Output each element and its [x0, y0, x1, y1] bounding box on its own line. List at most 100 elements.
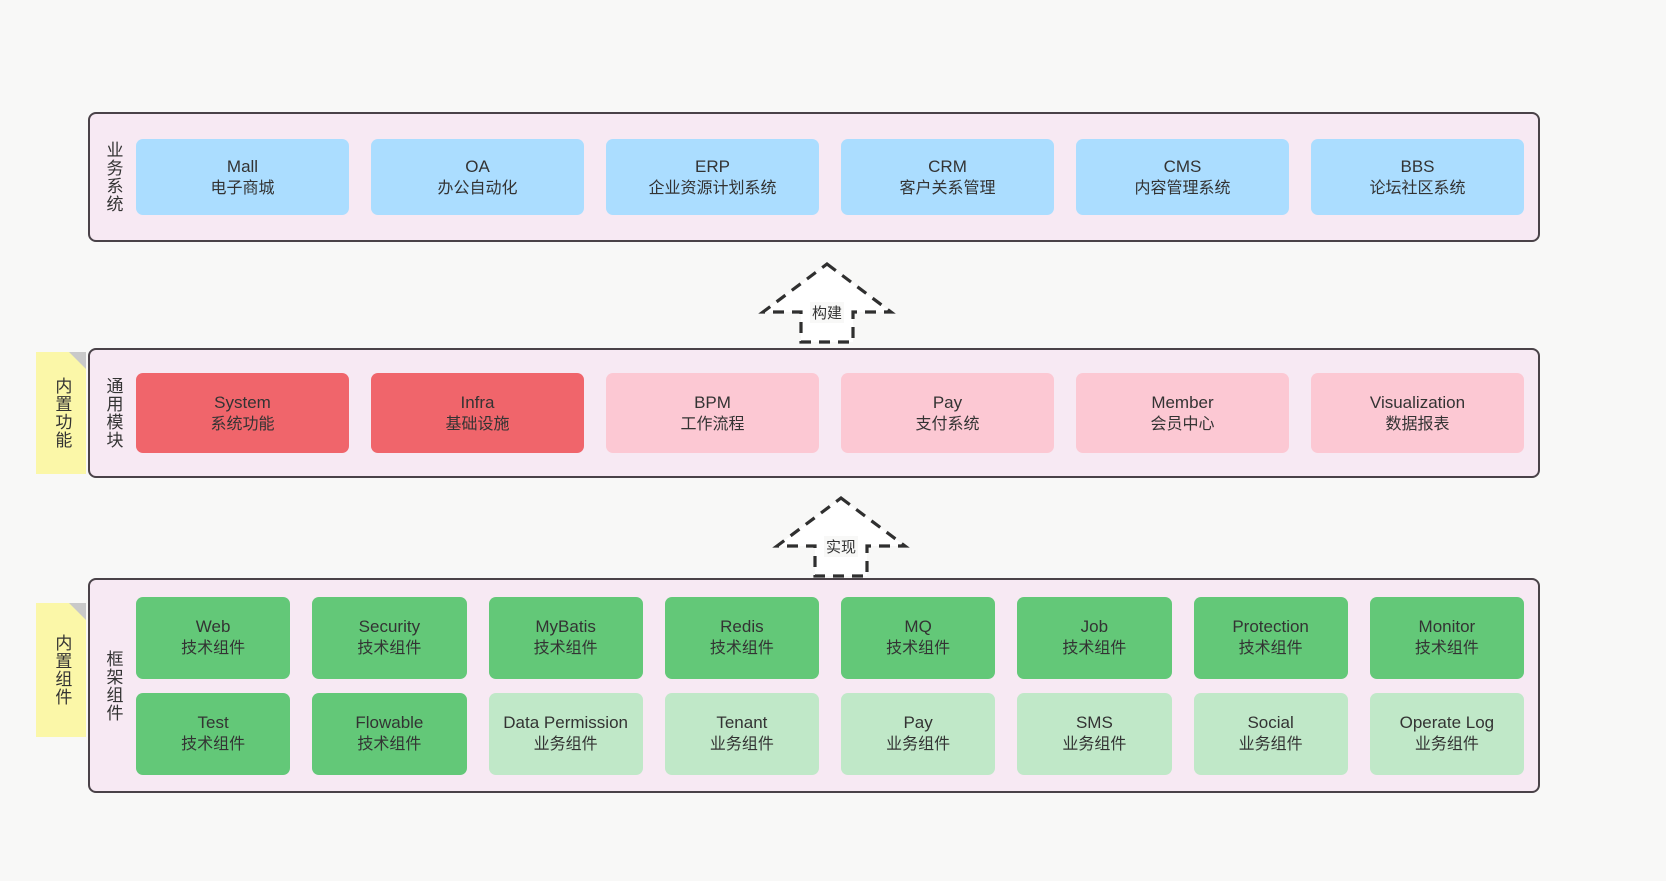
- box-cms-cn: 内容管理系统: [1134, 179, 1231, 197]
- box-mybatis-cn: 技术组件: [533, 640, 598, 658]
- box-pay-module-cn: 支付系统: [915, 415, 980, 433]
- box-monitor-cn: 技术组件: [1414, 640, 1479, 658]
- box-sms-en: SMS: [1075, 713, 1113, 733]
- box-oa-en: OA: [465, 156, 490, 176]
- row-technical-components: Web 技术组件 Security 技术组件 MyBatis 技术组件 Redi…: [136, 596, 1524, 679]
- box-system[interactable]: System 系统功能: [136, 373, 349, 453]
- box-web-en: Web: [195, 617, 231, 637]
- box-mq-cn: 技术组件: [886, 640, 951, 658]
- box-monitor[interactable]: Monitor 技术组件: [1369, 596, 1524, 679]
- box-security-en: Security: [358, 617, 421, 637]
- box-member[interactable]: Member 会员中心: [1076, 373, 1289, 453]
- layer-business-systems: 业务系统 Mall 电子商城 OA 办公自动化 ERP 企业资源计划系统 CRM…: [88, 112, 1540, 242]
- row-business-systems: Mall 电子商城 OA 办公自动化 ERP 企业资源计划系统 CRM 客户关系…: [136, 139, 1524, 215]
- box-mq[interactable]: MQ 技术组件: [841, 596, 996, 679]
- box-tenant[interactable]: Tenant 业务组件: [664, 692, 819, 775]
- box-test-cn: 技术组件: [181, 736, 246, 754]
- box-mybatis-en: MyBatis: [535, 617, 596, 637]
- box-infra[interactable]: Infra 基础设施: [371, 373, 584, 453]
- note-fold-corner-icon: [69, 352, 86, 369]
- sticky-note-builtin-components-label: 内置组件: [52, 634, 72, 706]
- box-flowable-cn: 技术组件: [357, 736, 422, 754]
- box-social-cn: 业务组件: [1238, 736, 1303, 754]
- box-sms[interactable]: SMS 业务组件: [1017, 692, 1172, 775]
- box-data-permission-cn: 业务组件: [533, 736, 598, 754]
- box-protection-en: Protection: [1232, 617, 1309, 637]
- box-operate-log-en: Operate Log: [1399, 713, 1495, 733]
- connector-implement: 实现: [771, 492, 911, 582]
- box-redis[interactable]: Redis 技术组件: [664, 596, 819, 679]
- box-monitor-en: Monitor: [1418, 617, 1476, 637]
- layer-body-business-systems: Mall 电子商城 OA 办公自动化 ERP 企业资源计划系统 CRM 客户关系…: [136, 114, 1538, 240]
- box-flowable[interactable]: Flowable 技术组件: [312, 692, 467, 775]
- box-data-permission-en: Data Permission: [503, 713, 628, 733]
- box-cms[interactable]: CMS 内容管理系统: [1076, 139, 1289, 215]
- box-member-en: Member: [1151, 392, 1214, 412]
- layer-common-modules: 通用模块 System 系统功能 Infra 基础设施 BPM 工作流程 Pay…: [88, 348, 1540, 478]
- box-pay-module-en: Pay: [932, 392, 963, 412]
- box-mall-cn: 电子商城: [210, 179, 275, 197]
- layer-title-framework-components: 框架组件: [103, 649, 123, 722]
- box-visualization-cn: 数据报表: [1385, 415, 1450, 433]
- connector-implement-label: 实现: [823, 536, 859, 557]
- box-mall[interactable]: Mall 电子商城: [136, 139, 349, 215]
- box-system-cn: 系统功能: [210, 415, 275, 433]
- box-visualization[interactable]: Visualization 数据报表: [1311, 373, 1524, 453]
- row-common-modules: System 系统功能 Infra 基础设施 BPM 工作流程 Pay 支付系统…: [136, 373, 1524, 453]
- sticky-note-builtin-functions-label: 内置功能: [52, 377, 72, 449]
- sticky-note-builtin-functions: 内置功能: [36, 352, 86, 474]
- box-test-en: Test: [197, 713, 229, 733]
- box-system-en: System: [214, 392, 271, 412]
- box-cms-en: CMS: [1163, 156, 1202, 176]
- sticky-note-builtin-components: 内置组件: [36, 603, 86, 737]
- box-redis-en: Redis: [720, 617, 764, 637]
- box-protection-cn: 技术组件: [1238, 640, 1303, 658]
- box-erp[interactable]: ERP 企业资源计划系统: [606, 139, 819, 215]
- box-bbs[interactable]: BBS 论坛社区系统: [1311, 139, 1524, 215]
- box-social[interactable]: Social 业务组件: [1193, 692, 1348, 775]
- box-protection[interactable]: Protection 技术组件: [1193, 596, 1348, 679]
- box-test[interactable]: Test 技术组件: [136, 692, 291, 775]
- box-social-en: Social: [1247, 713, 1294, 733]
- layer-body-common-modules: System 系统功能 Infra 基础设施 BPM 工作流程 Pay 支付系统…: [136, 350, 1538, 476]
- box-data-permission[interactable]: Data Permission 业务组件: [488, 692, 643, 775]
- box-bbs-en: BBS: [1400, 156, 1435, 176]
- box-mybatis[interactable]: MyBatis 技术组件: [488, 596, 643, 679]
- box-pay-component-en: Pay: [903, 713, 933, 733]
- box-mall-en: Mall: [226, 156, 259, 176]
- box-web[interactable]: Web 技术组件: [136, 596, 291, 679]
- box-crm-cn: 客户关系管理: [899, 179, 996, 197]
- box-pay-module[interactable]: Pay 支付系统: [841, 373, 1054, 453]
- layer-title-common-modules: 通用模块: [103, 377, 123, 449]
- box-bpm[interactable]: BPM 工作流程: [606, 373, 819, 453]
- connector-build-label: 构建: [809, 302, 845, 323]
- box-job[interactable]: Job 技术组件: [1017, 596, 1172, 679]
- box-flowable-en: Flowable: [355, 713, 424, 733]
- row-business-components: Test 技术组件 Flowable 技术组件 Data Permission …: [136, 692, 1524, 775]
- box-infra-cn: 基础设施: [445, 415, 510, 433]
- box-pay-component-cn: 业务组件: [886, 736, 951, 754]
- box-web-cn: 技术组件: [181, 640, 246, 658]
- box-oa[interactable]: OA 办公自动化: [371, 139, 584, 215]
- box-job-cn: 技术组件: [1062, 640, 1127, 658]
- layer-body-framework-components: Web 技术组件 Security 技术组件 MyBatis 技术组件 Redi…: [136, 580, 1538, 791]
- box-mq-en: MQ: [904, 617, 932, 637]
- box-erp-cn: 企业资源计划系统: [648, 179, 777, 197]
- box-security-cn: 技术组件: [357, 640, 422, 658]
- box-crm[interactable]: CRM 客户关系管理: [841, 139, 1054, 215]
- box-job-en: Job: [1080, 617, 1109, 637]
- box-operate-log-cn: 业务组件: [1414, 736, 1479, 754]
- layer-framework-components: 框架组件 Web 技术组件 Security 技术组件 MyBatis 技术组件…: [88, 578, 1540, 793]
- box-security[interactable]: Security 技术组件: [312, 596, 467, 679]
- box-infra-en: Infra: [460, 392, 495, 412]
- box-operate-log[interactable]: Operate Log 业务组件: [1369, 692, 1524, 775]
- box-pay-component[interactable]: Pay 业务组件: [841, 692, 996, 775]
- box-erp-en: ERP: [695, 156, 730, 176]
- layer-title-business-systems: 业务系统: [103, 141, 123, 213]
- box-bpm-cn: 工作流程: [680, 415, 745, 433]
- box-sms-cn: 业务组件: [1062, 736, 1127, 754]
- box-member-cn: 会员中心: [1150, 415, 1215, 433]
- box-crm-en: CRM: [928, 156, 967, 176]
- box-tenant-cn: 业务组件: [709, 736, 774, 754]
